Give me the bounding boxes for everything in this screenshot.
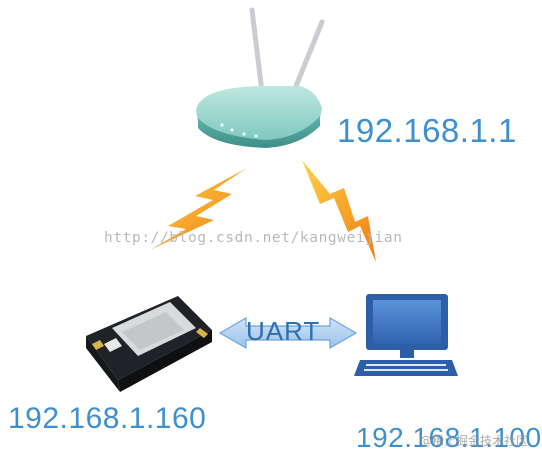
module-ip-label: 192.168.1.160 (8, 402, 207, 435)
router-ip-label: 192.168.1.1 (337, 112, 517, 149)
computer-ip-label: 192.168.1.100 (356, 422, 542, 453)
corner-watermark: @稀土掘金技术社区 (420, 434, 529, 448)
blog-watermark: http://blog.csdn.net/kangweijian (104, 230, 403, 246)
router-icon (196, 7, 325, 148)
network-diagram: 192.168.1.1 192.168.1.160 192.168.1.100 … (8, 7, 541, 452)
computer-icon (354, 294, 458, 376)
uart-link-arrow (218, 316, 358, 350)
wireless-bolt-right-icon (302, 160, 376, 262)
uart-label: UART (246, 316, 321, 346)
wireless-bolt-left-icon (150, 168, 247, 250)
wifi-module-icon (86, 296, 212, 392)
